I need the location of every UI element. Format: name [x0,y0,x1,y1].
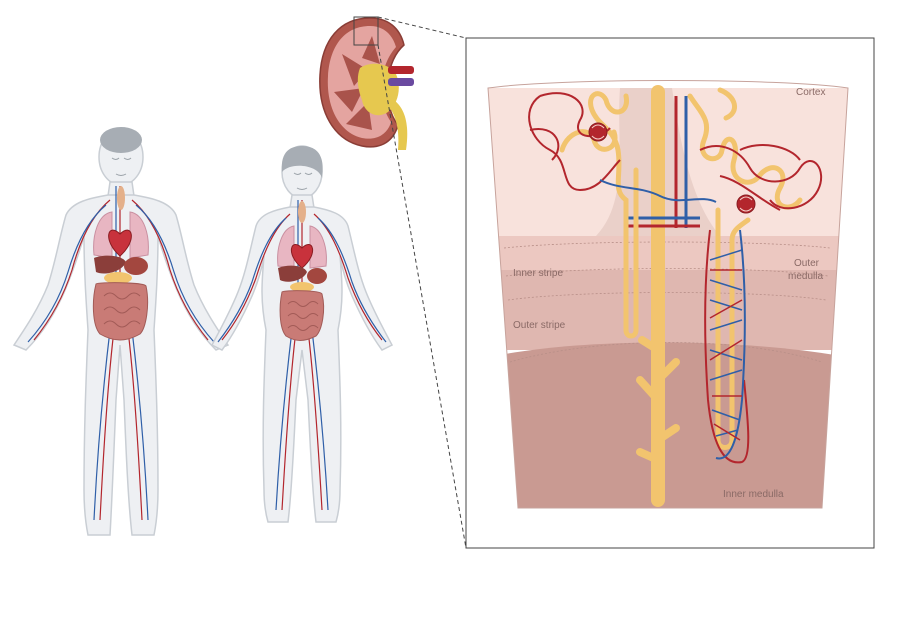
female-trachea [298,201,306,223]
male-heart-icon [108,229,132,257]
male-face [111,157,132,176]
female-liver [278,265,307,282]
renal-artery [388,66,414,74]
glomerulus-superficial [588,122,608,142]
kidney-pyramids [334,36,380,130]
kidney-region-zones [488,88,848,508]
female-face [293,172,313,190]
nephron-detail-panel: Cortex Outer medulla Inner stripe Outer … [465,37,875,549]
zone-boundaries [503,241,831,363]
ureter [388,100,408,150]
zoom-connector-lines [377,16,467,549]
kidney-zoom-box [353,16,379,46]
label-outer-stripe: Outer stripe [513,320,566,331]
male-intestines [92,282,149,341]
male-intestine-coils [103,292,141,328]
renal-vein [388,78,414,86]
outer-stripe-zone [488,270,848,350]
kidney-pelvis [357,63,399,116]
glomerulus-juxtamedullary [736,194,756,214]
male-lungs [93,211,149,259]
female-figure [210,145,394,523]
label-outer-medulla-line1: Outer [794,258,820,269]
label-inner-stripe: Inner stripe [513,268,563,279]
collecting-duct [636,85,680,507]
male-hair [100,127,142,153]
male-figure [12,127,230,536]
female-intestine-coils [287,301,319,331]
label-outer-medulla-line2: medulla [788,271,823,282]
female-intestines [279,290,325,341]
straight-vessels [628,96,700,228]
label-cortex: Cortex [796,87,825,98]
male-trachea [117,186,125,210]
male-pancreas [104,272,132,284]
female-hair [281,146,323,178]
male-liver [94,255,126,274]
female-lungs [277,225,327,269]
kidney-region-outline [487,80,849,509]
label-inner-medulla: Inner medulla [723,489,784,500]
peritubular-capillaries [528,92,823,464]
female-pancreas [290,282,314,292]
male-stomach [124,257,148,275]
female-stomach [307,268,327,284]
kidney-cross-section [319,16,414,150]
